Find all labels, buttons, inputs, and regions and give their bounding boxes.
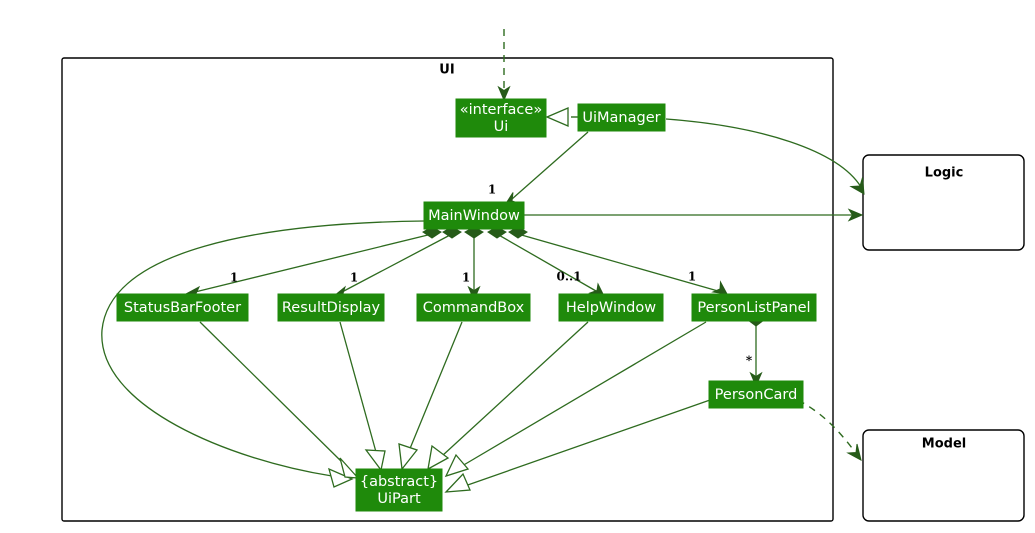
package-model-label: Model [922,437,966,452]
class-personcard-box[interactable] [708,380,804,409]
link-personlistpanel-inherits-uipart [444,321,707,478]
class-helpwindow-box[interactable] [558,293,664,322]
class-ui-interface-name: Ui [494,119,509,135]
class-uimanager-box[interactable] [577,103,666,132]
package-model-border [862,429,1025,522]
link-personcard-inherits-uipart [444,399,711,493]
class-personlistpanel-box[interactable] [691,293,817,322]
class-mainwindow[interactable]: MainWindow [423,201,525,230]
multiplicity-mainwindow-resultdisplay: 1 [350,271,358,285]
class-uipart-stereotype: {abstract} [360,474,438,490]
class-resultdisplay-name: ResultDisplay [282,300,381,316]
link-mainwindow-to-statusbarfooter [184,226,442,301]
class-commandbox-name: CommandBox [423,300,525,316]
package-ui: UI [61,57,834,522]
class-ui-interface[interactable]: «interface» Ui [455,98,547,138]
class-personcard-name: PersonCard [715,387,798,403]
class-resultdisplay[interactable]: ResultDisplay [277,293,385,322]
class-statusbarfooter[interactable]: StatusBarFooter [116,293,249,322]
link-personlistpanel-to-personcard [747,314,765,388]
package-logic: Logic [862,154,1025,251]
link-personcard-to-model [797,399,862,461]
link-statusbarfooter-inherits-uipart [199,321,360,479]
link-mainwindow-to-helpwindow [487,226,605,297]
multiplicity-mainwindow-commandbox: 1 [462,271,470,285]
class-helpwindow[interactable]: HelpWindow [558,293,664,322]
link-mainwindow-to-resultdisplay [332,226,462,299]
multiplicity-mainwindow-personlistpanel: 1 [688,270,696,284]
class-uimanager-name: UiManager [582,110,660,126]
link-external-to-ui [497,29,511,102]
class-mainwindow-name: MainWindow [428,208,520,224]
link-uimanager-to-mainwindow [504,131,589,206]
class-uipart[interactable]: {abstract} UiPart [355,468,443,512]
package-ui-label: UI [439,63,454,78]
link-helpwindow-inherits-uipart [427,321,589,471]
package-model: Model [862,429,1025,522]
class-resultdisplay-box[interactable] [277,293,385,322]
class-statusbarfooter-box[interactable] [116,293,249,322]
class-commandbox-box[interactable] [416,293,531,322]
class-ui-interface-stereotype: «interface» [460,102,542,118]
multiplicity-personlistpanel-personcard: * [746,354,753,368]
link-resultdisplay-inherits-uipart [339,321,386,472]
multiplicity-mainwindow-statusbarfooter: 1 [230,271,238,285]
class-uipart-box[interactable] [355,468,443,512]
class-personcard[interactable]: PersonCard [708,380,804,409]
class-mainwindow-box[interactable] [423,201,525,230]
class-uimanager[interactable]: UiManager [577,103,666,132]
class-statusbarfooter-name: StatusBarFooter [124,300,241,316]
package-ui-border [61,57,834,522]
link-mainwindow-inherits-uipart [101,220,425,488]
link-commandbox-inherits-uipart [398,321,463,471]
link-uimanager-realizes-ui [545,107,578,127]
class-personlistpanel-name: PersonListPanel [697,300,810,316]
package-logic-label: Logic [925,166,964,181]
package-logic-border [862,154,1025,251]
link-uimanager-to-logic [665,118,865,195]
link-mainwindow-to-commandbox [464,226,484,302]
multiplicity-uimanager-mainwindow: 1 [488,183,496,197]
multiplicity-mainwindow-helpwindow: 0..1 [556,270,581,284]
class-uipart-name: UiPart [377,491,421,507]
class-helpwindow-name: HelpWindow [566,300,656,316]
link-mainwindow-to-logic [524,208,864,222]
class-personlistpanel[interactable]: PersonListPanel [691,293,817,322]
class-commandbox[interactable]: CommandBox [416,293,531,322]
class-ui-interface-box[interactable] [455,98,547,138]
link-mainwindow-to-personlistpanel [508,226,728,295]
